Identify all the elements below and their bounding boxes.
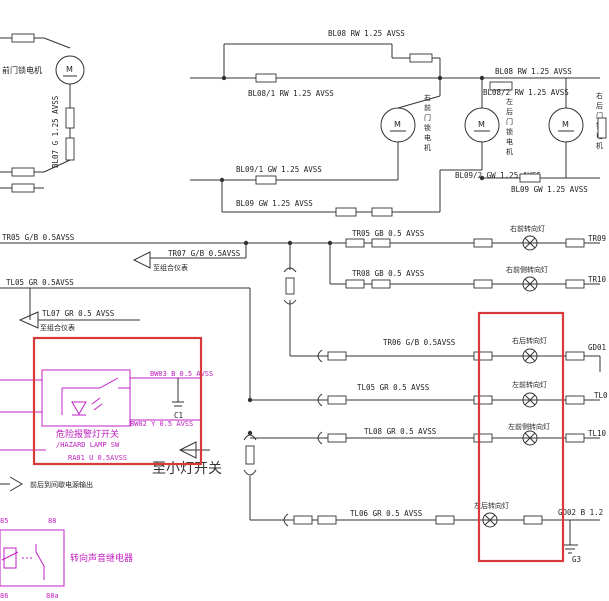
label-bw02: BW02 Y 0.5 AVSS xyxy=(130,420,193,428)
label-hazard-switch: 危险报警灯开关 xyxy=(56,428,119,440)
label-gd01: GD01 xyxy=(588,343,606,352)
svg-text:M: M xyxy=(394,120,401,129)
label-tr06: TR06 G/B 0.5AVSS xyxy=(383,338,456,347)
label-tr05: TR05 GB 0.5 AVSS xyxy=(352,229,425,238)
label-bl09-right: BL09 GW 1.25 AVSS xyxy=(511,185,588,194)
label-bl08-1: BL08/1 RW 1.25 AVSS xyxy=(248,89,334,98)
label-bl09-1: BL09/1 GW 1.25 AVSS xyxy=(236,165,322,174)
label-lamp-rr: 右后转向灯 xyxy=(512,336,547,345)
label-tl07: TL07 GR 0.5 AVSS xyxy=(42,309,115,318)
label-gd02: GD02 B 1.2 xyxy=(558,508,603,517)
highlight-turn-lamps xyxy=(477,311,565,563)
label-to-meter-1: 至组合仪表 xyxy=(153,263,188,272)
label-c1: C1 xyxy=(174,411,183,420)
label-tr07: TR07 G/B 0.5AVSS xyxy=(168,249,241,258)
label-tl05-left: TL05 GR 0.5AVSS xyxy=(6,278,74,287)
svg-text:M: M xyxy=(562,120,569,129)
label-bl09-low: BL09 GW 1.25 AVSS xyxy=(236,199,313,208)
motor-front-left: M xyxy=(55,55,85,85)
label-tl0a: TL0 xyxy=(594,391,608,400)
label-motor-rear-left: 左后门锁电机 xyxy=(506,97,513,156)
motor-symbol: M xyxy=(66,65,73,74)
label-bw03: BW03 B 0.5 AVSS xyxy=(150,370,213,378)
label-relay: 转向声音继电器 xyxy=(70,552,133,564)
label-tl0b: TL10 xyxy=(588,429,607,438)
label-lamp-lf: 左前转向灯 xyxy=(512,380,547,389)
label-tr09: TR09 xyxy=(588,234,606,243)
label-lamp-l-side: 左前侧转向灯 xyxy=(508,422,550,431)
motor-front-right: M xyxy=(380,107,416,143)
motor-rear-left: M xyxy=(464,107,500,143)
label-tl05: TL05 GR 0.5 AVSS xyxy=(357,383,430,392)
label-bl08-2: BL08/2 RW 1.25 AVSS xyxy=(483,88,569,97)
label-bl08-right: BL08 RW 1.25 AVSS xyxy=(495,67,572,76)
label-hazard-switch-en: /HAZARD LAMP SW xyxy=(56,441,120,449)
highlight-hazard-switch xyxy=(32,336,203,466)
hazard-switch xyxy=(0,369,200,427)
label-tr08: TR08 GB 0.5 AVSS xyxy=(352,269,425,278)
svg-text:88: 88 xyxy=(48,517,56,525)
motor-rear-right: M xyxy=(548,107,584,143)
label-lamp-rf: 右前转向灯 xyxy=(510,224,545,233)
label-bl07: BL07 G 1.25 AVSS xyxy=(51,95,60,168)
svg-text:M: M xyxy=(478,120,485,129)
label-lamp-r-side: 右前侧转向灯 xyxy=(506,265,548,274)
label-tl06: TL06 GR 0.5 AVSS xyxy=(350,509,423,518)
svg-text:86: 86 xyxy=(0,592,8,600)
label-motor-front-right: 右前门锁电机 xyxy=(424,93,431,152)
label-front-dome-power: 前后到间歇电源输出 xyxy=(30,480,93,489)
label-to-meter-2: 至组合仪表 xyxy=(40,323,75,332)
label-lamp-lr: 左后转向灯 xyxy=(474,501,509,510)
connector-left-mid xyxy=(0,167,44,193)
label-tr05-left: TR05 G/B 0.5AVSS xyxy=(2,233,75,242)
svg-text:88a: 88a xyxy=(46,592,59,600)
label-g3: G3 xyxy=(572,555,581,564)
label-bl08-top: BL08 RW 1.25 AVSS xyxy=(328,29,405,38)
label-ra01: RA01 U 0.5AVSS xyxy=(68,454,127,462)
svg-text:85: 85 xyxy=(0,517,8,525)
turn-signal-relay: 85 88 86 88a xyxy=(0,517,65,600)
connector-top-left xyxy=(0,33,71,49)
label-tl08: TL08 GR 0.5 AVSS xyxy=(364,427,437,436)
label-bl09-2: BL09/2 GW 1.25 AVSS xyxy=(455,171,541,180)
label-motor-front-left: 前门锁电机 xyxy=(2,65,42,75)
label-tr10: TR10 xyxy=(588,275,607,284)
